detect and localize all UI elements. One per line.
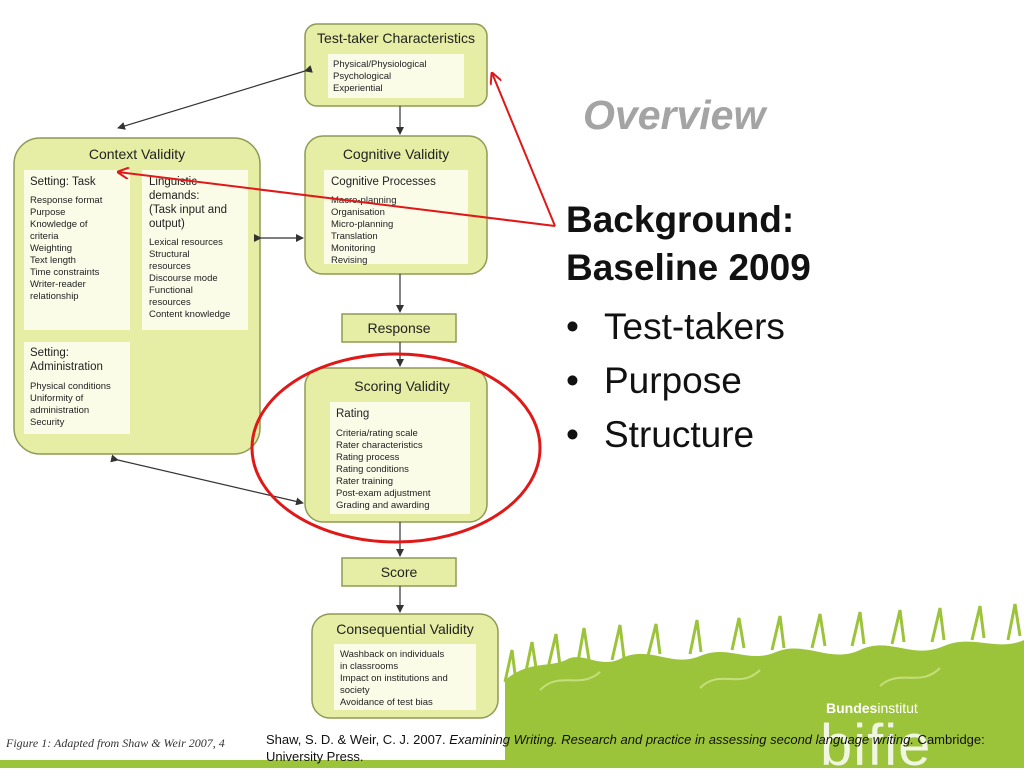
scoring-item: Criteria/rating scale [336, 428, 418, 439]
background-heading: Background: Baseline 2009 [566, 196, 811, 292]
setting-admin-panel [24, 342, 130, 434]
score-box: Score [341, 557, 457, 587]
citation-authors: Shaw, S. D. & Weir, C. J. 2007. [266, 732, 450, 747]
bullet-dot-icon: • [566, 414, 579, 455]
linguistic-item: Content knowledge [149, 309, 230, 320]
consequential-item: Washback on individuals [340, 649, 444, 660]
setting-task-item: relationship [30, 291, 79, 302]
setting-task-item: criteria [30, 231, 59, 242]
consequential-item: Impact on institutions and [340, 673, 448, 684]
cognitive-item: Organisation [331, 207, 385, 218]
cognitive-item: Revising [331, 255, 367, 266]
bullet-item: • Structure [566, 408, 785, 462]
bullet-item: • Test-takers [566, 300, 785, 354]
test-taker-characteristics-box: Test-taker Characteristics Physical/Phys… [304, 23, 488, 107]
rating-heading: Rating [336, 408, 369, 420]
background-bullet-list: • Test-takers • Purpose • Structure [566, 300, 785, 462]
consequential-item: in classrooms [340, 661, 398, 672]
scoring-item: Rater training [336, 476, 393, 487]
setting-task-panel [24, 170, 130, 330]
setting-admin-heading: Setting: [30, 347, 69, 359]
bottom-accent-bar [0, 760, 505, 768]
cognitive-validity-box: Cognitive Validity Cognitive Processes M… [304, 135, 488, 275]
scoring-validity-box: Scoring Validity Rating Criteria/rating … [304, 367, 488, 523]
bifie-logo-text: Bundesinstitut [826, 700, 918, 718]
setting-task-item: Knowledge of [30, 219, 88, 230]
test-taker-item: Experiential [333, 83, 383, 94]
citation-publisher: Cambridge: University Press. [266, 732, 985, 764]
linguistic-item: Structural [149, 249, 190, 260]
setting-admin-heading: Administration [30, 361, 103, 373]
figure-caption: Figure 1: Adapted from Shaw & Weir 2007,… [6, 736, 225, 750]
consequential-item: society [340, 685, 370, 696]
cognitive-item: Micro-planning [331, 219, 393, 230]
background-heading-line2: Baseline 2009 [566, 247, 811, 288]
response-label: Response [367, 320, 430, 336]
setting-admin-item: Uniformity of [30, 393, 84, 404]
arrow-bidirectional [110, 454, 304, 506]
linguistic-item: Lexical resources [149, 237, 223, 248]
scoring-item: Rating conditions [336, 464, 409, 475]
context-validity-box: Context Validity Setting: Task Response … [13, 137, 261, 455]
cognitive-item: Macro-planning [331, 195, 396, 206]
logo-light-word: institut [877, 700, 918, 716]
setting-task-item: Text length [30, 255, 76, 266]
score-label: Score [381, 564, 418, 580]
red-arrow-to-test-taker [492, 73, 556, 227]
setting-task-item: Response format [30, 195, 103, 206]
test-taker-item: Physical/Physiological [333, 59, 426, 70]
bullet-dot-icon: • [566, 360, 579, 401]
consequential-validity-box: Consequential Validity Washback on indiv… [311, 613, 499, 719]
setting-task-item: Writer-reader [30, 279, 86, 290]
response-box: Response [341, 313, 457, 343]
bullet-dot-icon: • [566, 306, 579, 347]
logo-bold-word: Bundes [826, 700, 878, 716]
slide-title: Overview [583, 92, 766, 138]
red-annotation-arrows [118, 73, 556, 227]
scoring-validity-highlight-ellipse [250, 352, 542, 544]
context-validity-title: Context Validity [89, 146, 185, 162]
red-arrow-to-setting-task [118, 172, 556, 227]
scoring-validity-title: Scoring Validity [354, 378, 449, 394]
linguistic-item: resources [149, 297, 191, 308]
scoring-item: Post-exam adjustment [336, 488, 431, 499]
setting-task-item: Weighting [30, 243, 72, 254]
setting-admin-item: Physical conditions [30, 381, 111, 392]
linguistic-item: Functional [149, 285, 193, 296]
cognitive-validity-title: Cognitive Validity [343, 146, 449, 162]
cognitive-item: Translation [331, 231, 378, 242]
test-taker-title: Test-taker Characteristics [317, 30, 475, 46]
consequential-item: Avoidance of test bias [340, 697, 433, 708]
linguistic-item: resources [149, 261, 191, 272]
linguistic-heading: output) [149, 218, 185, 230]
setting-admin-item: Security [30, 417, 65, 428]
citation-title: Examining Writing. Research and practice… [449, 732, 914, 747]
linguistic-heading: (Task input and [149, 204, 227, 216]
arrow-bidirectional [117, 65, 313, 130]
bullet-item: • Purpose [566, 354, 785, 408]
citation-reference: Shaw, S. D. & Weir, C. J. 2007. Examinin… [266, 731, 1006, 765]
linguistic-heading: Linguistic [149, 176, 197, 188]
setting-task-item: Time constraints [30, 267, 100, 278]
scoring-item: Rater characteristics [336, 440, 423, 451]
linguistic-heading: demands: [149, 190, 200, 202]
bifie-logo-band [503, 603, 1024, 768]
scoring-item: Grading and awarding [336, 500, 429, 511]
cognitive-processes-heading: Cognitive Processes [331, 176, 436, 188]
bullet-text: Purpose [604, 360, 742, 401]
cognitive-item: Monitoring [331, 243, 375, 254]
scoring-item: Rating process [336, 452, 400, 463]
bifie-logo-mark: bifie [820, 713, 932, 778]
setting-admin-item: administration [30, 405, 89, 416]
bullet-text: Structure [604, 414, 755, 455]
linguistic-demands-panel [142, 170, 248, 330]
background-heading-line1: Background: [566, 199, 795, 240]
linguistic-item: Discourse mode [149, 273, 218, 284]
setting-task-heading: Setting: Task [30, 176, 96, 188]
bullet-text: Test-takers [604, 306, 785, 347]
consequential-validity-title: Consequential Validity [336, 621, 474, 637]
test-taker-item: Psychological [333, 71, 391, 82]
setting-task-item: Purpose [30, 207, 65, 218]
